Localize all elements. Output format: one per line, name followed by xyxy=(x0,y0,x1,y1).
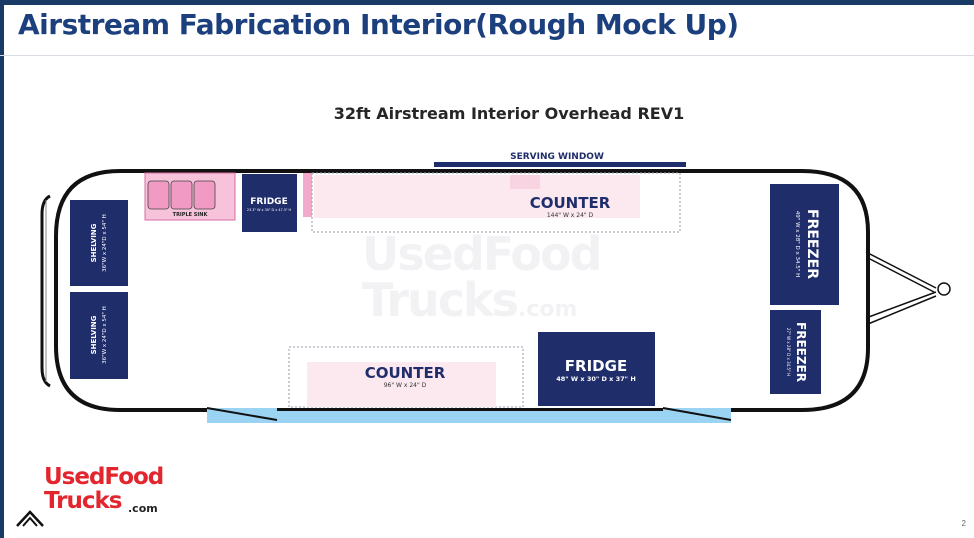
fridge-large-dims: 48" W x 30" D x 37" H xyxy=(556,375,636,383)
fridge-small-dims: 23.3" W x 30" D x 47.3" H xyxy=(247,208,292,212)
watermark-line1: UsedFood xyxy=(362,227,601,281)
trailer-hitch xyxy=(865,251,951,325)
freezer-1-title: FREEZER xyxy=(804,209,820,279)
diagram-title-wrap: 32ft Airstream Interior Overhead REV1 xyxy=(0,104,974,123)
freezer-2-title: FREEZER xyxy=(794,322,808,382)
serving-window xyxy=(434,162,686,167)
page-number: 2 xyxy=(961,519,966,528)
fridge-small: FRIDGE 23.3" W x 30" D x 47.3" H xyxy=(242,174,297,232)
freezer-2-dims: 27" W x 28" D x 34.5" H xyxy=(786,328,791,376)
counter-top-title: COUNTER xyxy=(530,194,611,212)
shelving-unit-1: SHELVING 36"W x 24"D x 54" H xyxy=(70,200,128,286)
counter-bottom-dims: 96" W x 24" D xyxy=(384,382,427,389)
fridge-large-title: FRIDGE xyxy=(565,357,627,375)
triple-sink: TRIPLE SINK xyxy=(144,172,236,221)
shelving-2-dims: 36"W x 24"D x 54" H xyxy=(102,306,108,364)
logo-chevron-icon xyxy=(16,510,44,527)
shelving-1-title: SHELVING xyxy=(90,223,98,262)
door-openings xyxy=(206,407,732,423)
top-accent-bar xyxy=(0,0,974,5)
diagram-title: 32ft Airstream Interior Overhead REV1 xyxy=(333,104,685,123)
counter-bottom-title: COUNTER xyxy=(365,364,446,382)
trailer-outline xyxy=(54,169,870,412)
freezer-1: FREEZER 49" W x 28" D x 34.5" H xyxy=(770,184,839,305)
watermark: UsedFood Trucks .com xyxy=(362,227,603,327)
freezer-1-dims: 49" W x 28" D x 34.5" H xyxy=(794,211,800,277)
shelving-1-dims: 36"W x 24"D x 54" H xyxy=(102,214,108,272)
triple-sink-label: TRIPLE SINK xyxy=(173,212,209,218)
fridge-small-title: FRIDGE xyxy=(250,197,287,207)
left-accent-bar xyxy=(0,0,4,538)
serving-window-label: SERVING WINDOW xyxy=(510,152,604,162)
slide-title: Airstream Fabrication Interior(Rough Moc… xyxy=(18,8,739,41)
rear-bumper xyxy=(40,194,51,388)
watermark-suffix: .com xyxy=(518,297,577,322)
title-divider xyxy=(0,55,974,56)
logo-line2: Trucks xyxy=(44,488,122,514)
logo-line1: UsedFood xyxy=(44,464,164,490)
watermark-line2: Trucks xyxy=(362,273,518,327)
counter-top: COUNTER 144" W x 24" D xyxy=(303,172,681,233)
shelving-2-title: SHELVING xyxy=(90,315,98,354)
shelving-unit-2: SHELVING 36"W x 24"D x 54" H xyxy=(70,292,128,379)
counter-bottom: COUNTER 96" W x 24" D xyxy=(288,346,524,408)
logo-suffix: .com xyxy=(128,502,158,515)
fridge-large: FRIDGE 48" W x 30" D x 37" H xyxy=(538,332,655,406)
freezer-2: FREEZER 27" W x 28" D x 34.5" H xyxy=(770,310,821,394)
usedfoodtrucks-logo: UsedFood Trucks .com xyxy=(14,462,184,532)
counter-top-dims: 144" W x 24" D xyxy=(547,212,594,219)
